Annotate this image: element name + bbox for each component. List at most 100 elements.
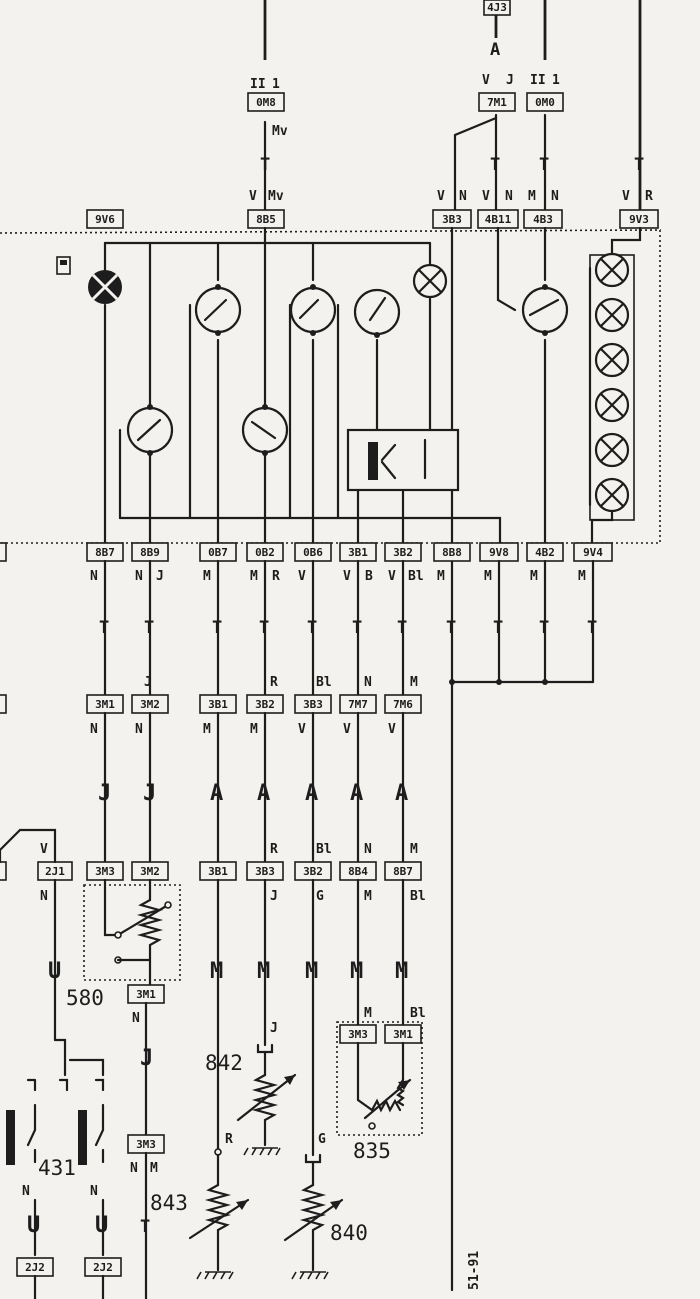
m-835-m: M <box>364 1006 372 1021</box>
top-wires <box>263 0 642 212</box>
m-835-bl: Bl <box>410 1006 426 1021</box>
m-r2u-m: M <box>410 675 418 690</box>
warning-lamp-stack <box>589 252 635 521</box>
m-r1-v2: V <box>343 569 351 584</box>
m-r1-m3: M <box>437 569 445 584</box>
marker-one-0M0: 1 <box>552 73 560 88</box>
connector-label-3M1-lower: 3M1 <box>136 988 156 1001</box>
connector-9V6 <box>86 209 124 229</box>
connector-label-3B2-r1: 3B2 <box>393 546 413 559</box>
gauge-4 <box>521 284 569 336</box>
m-r2l-m2: M <box>250 722 258 737</box>
marker-n-3B3: N <box>459 189 467 204</box>
t6: T <box>352 618 362 638</box>
marker-v-3B3: V <box>437 189 445 204</box>
m-r2u-n: N <box>364 675 372 690</box>
m-r3u-r: R <box>270 842 278 857</box>
marker-roman-0M8: II <box>250 77 266 92</box>
mark-a3: A <box>305 781 318 806</box>
marker-j-7M1: J <box>506 73 514 88</box>
m-r1-m5: M <box>530 569 538 584</box>
row2-lower-markers: N N M M V V V <box>90 722 396 737</box>
m-r1-v1: V <box>298 569 306 584</box>
fuel-pump-icon <box>56 256 71 275</box>
connector-label-3M1-835: 3M1 <box>393 1028 413 1041</box>
m-r1-m1: M <box>203 569 211 584</box>
connector-label-7M7: 7M7 <box>348 698 368 711</box>
connector-label-3M3-lower: 3M3 <box>136 1138 156 1151</box>
row2-connectors: 3M1 3M2 3B1 3B2 3B3 7M7 7M6 <box>0 694 422 714</box>
m-r1-n2: N <box>135 569 143 584</box>
connector-label-8B7: 8B7 <box>95 546 115 559</box>
component-840: G 840 <box>283 1132 368 1280</box>
mark-a5: A <box>395 781 408 806</box>
fuel-warning-lamp <box>56 256 122 304</box>
mark-u-431b: U <box>95 1213 108 1238</box>
connector-label-0M0: 0M0 <box>535 96 555 109</box>
m-r2l-n2: N <box>135 722 143 737</box>
connector-0M8 <box>247 92 285 112</box>
row1-markers: N N J M M R V V B V Bl M M M M <box>90 569 586 584</box>
marker-v-4B11: V <box>482 189 490 204</box>
mark-a1: A <box>210 781 223 806</box>
row3-connectors: 2J1 3M3 3M2 3B1 3B3 3B2 8B4 8B7 <box>0 861 422 881</box>
connector-label-7M1: 7M1 <box>487 96 507 109</box>
connector-7M1 <box>478 92 516 112</box>
connector-label-3B1-r2: 3B1 <box>208 698 228 711</box>
m-markers-lower: M M M M M <box>210 959 408 984</box>
connector-label-3B2-r2: 3B2 <box>255 698 275 711</box>
t-markers-mid: T T T T T T T T T T T <box>99 618 597 638</box>
row2-upper-markers: J R Bl N M <box>144 675 418 690</box>
label-840: 840 <box>330 1221 368 1245</box>
connector-0M0 <box>526 92 564 112</box>
instrument-panel-outline <box>0 229 661 1136</box>
t10: T <box>539 618 549 638</box>
connector-label-2J1: 2J1 <box>45 865 65 878</box>
marker-v-8B5: V <box>249 189 257 204</box>
row3-lower-markers: N J G M Bl <box>40 889 426 904</box>
marker-t-top-2: T <box>490 155 500 175</box>
connector-label-3B1-r3: 3B1 <box>208 865 228 878</box>
marker-r-9V3: R <box>645 189 653 204</box>
m-842-j: J <box>270 1021 278 1036</box>
m-r3l-bl: Bl <box>410 889 426 904</box>
connector-label-8B7-r3: 8B7 <box>393 865 413 878</box>
connector-label-0B2: 0B2 <box>255 546 275 559</box>
marker-roman-0M0: II <box>530 73 546 88</box>
oil-gauge <box>241 404 289 456</box>
mark-m1: M <box>210 959 223 984</box>
marker-a-top: A <box>490 40 500 60</box>
t7: T <box>397 618 407 638</box>
t4: T <box>259 618 269 638</box>
marker-t-top-1: T <box>260 155 270 175</box>
connector-label-8B8: 8B8 <box>442 546 462 559</box>
mark-j1: J <box>98 781 111 806</box>
connector-label-2J2b: 2J2 <box>93 1261 113 1274</box>
connector-label-7M6: 7M6 <box>393 698 413 711</box>
m-r2l-m1: M <box>203 722 211 737</box>
row3-upper-markers: V R Bl N M <box>40 842 418 857</box>
connector-label-3B1-r1: 3B1 <box>348 546 368 559</box>
connector-label-2J2a: 2J2 <box>25 1261 45 1274</box>
lower-wires <box>216 878 405 1157</box>
ja-markers: J J A A A A A <box>98 781 408 806</box>
m-r1-bl1: Bl <box>408 569 424 584</box>
fuel-gauge <box>126 404 174 456</box>
component-843: R 843 <box>150 1132 250 1280</box>
mark-a4: A <box>350 781 363 806</box>
m-r2u-r: R <box>270 675 278 690</box>
marker-m-4B3: M <box>528 189 536 204</box>
t3: T <box>212 618 222 638</box>
mark-j-low: J <box>140 1046 153 1071</box>
connector-label-9V4: 9V4 <box>583 546 603 559</box>
m-r1-j1: J <box>156 569 164 584</box>
connector-label-3B3-top: 3B3 <box>442 213 462 226</box>
label-580: 580 <box>66 986 104 1010</box>
connector-label-3M2-r3: 3M2 <box>140 865 160 878</box>
indicator-lamp <box>412 263 448 299</box>
connector-label-3M1-r2: 3M1 <box>95 698 115 711</box>
connector-label-3M2-r2: 3M2 <box>140 698 160 711</box>
m-r3u-bl: Bl <box>316 842 332 857</box>
component-580: U 580 <box>0 828 172 1042</box>
connector-label-8B4: 8B4 <box>348 865 368 878</box>
